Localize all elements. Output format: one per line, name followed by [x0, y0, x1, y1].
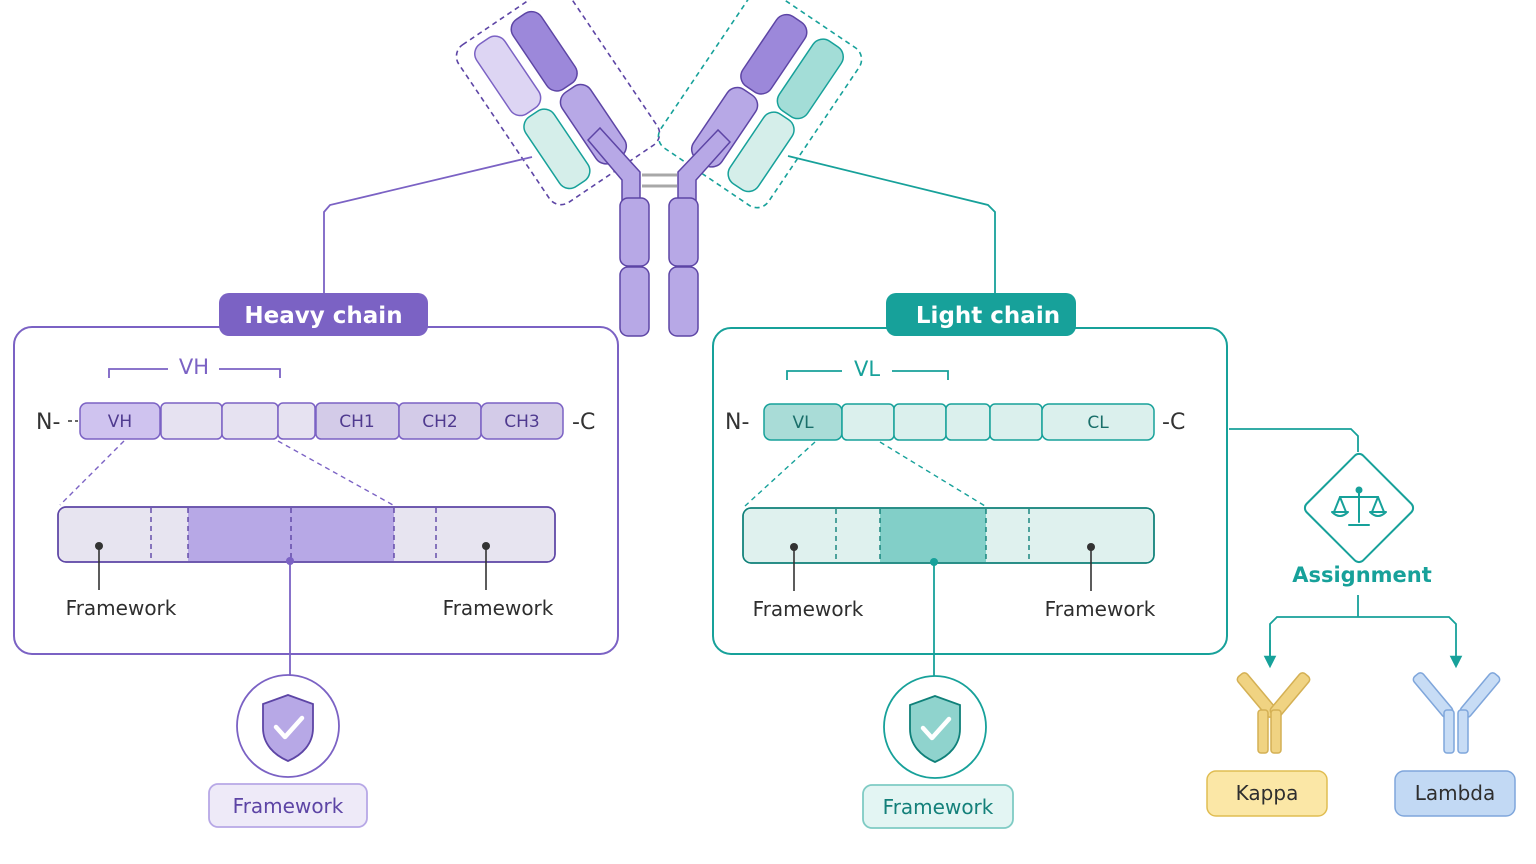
light-segment-3: [893, 403, 947, 441]
lambda-label: Lambda: [1415, 781, 1496, 805]
heavy-segment-vh-label: VH: [108, 412, 132, 432]
light-n-terminus: N-: [725, 410, 749, 435]
heavy-segment-ch2-label: CH2: [422, 412, 457, 432]
lambda-box: [1394, 770, 1516, 817]
heavy-segment-2: [160, 402, 223, 440]
light-segment-cl-label: CL: [1087, 413, 1109, 433]
kappa-box: [1206, 770, 1328, 817]
light-segment-5: [989, 403, 1043, 441]
heavy-segment-vh: [79, 402, 161, 440]
heavy-framework-right-label: Framework: [443, 596, 554, 620]
heavy-chain-panel: Heavy chain VH N- -C VH CH1 CH2 CH3: [13, 293, 619, 655]
assignment-label: Assignment: [1292, 563, 1432, 587]
heavy-n-terminus: N-: [36, 410, 60, 435]
light-chain-title: Light chain: [916, 303, 1060, 329]
kappa-antibody-icon: [1236, 672, 1311, 754]
heavy-segment-ch3: [480, 402, 564, 440]
heavy-chain-title-pill: [219, 293, 428, 336]
light-framework-badge-label: Framework: [883, 795, 994, 819]
heavy-cdr-region: [188, 508, 394, 561]
light-segment-2: [841, 403, 895, 441]
light-segment-4: [945, 403, 991, 441]
heavy-framework-badge: Framework: [208, 674, 368, 828]
light-chain-title-pill: [886, 293, 1076, 336]
heavy-framework-left-label: Framework: [66, 596, 177, 620]
heavy-segment-3: [221, 402, 279, 440]
assignment-section: Assignment Kappa Lambda: [1206, 428, 1516, 817]
light-chain-bar: VL CL: [763, 403, 1155, 441]
kappa-label: Kappa: [1236, 781, 1299, 805]
heavy-framework-badge-label: Framework: [233, 794, 344, 818]
light-framework-badge: Framework: [862, 675, 1014, 829]
heavy-segment-ch1-label: CH1: [339, 412, 374, 432]
shield-check-icon: [909, 695, 961, 763]
heavy-vh-bracket-label: VH: [179, 355, 209, 379]
light-framework-right-label: Framework: [1045, 597, 1156, 621]
light-chain-panel: Light chain VL N- -C VL CL: [712, 293, 1228, 655]
shield-check-icon: [262, 694, 314, 762]
lambda-antibody-icon: [1412, 672, 1501, 754]
balance-scale-icon: [1331, 486, 1387, 526]
light-variable-domain-expanded: [742, 507, 1155, 564]
light-vl-bracket-label: VL: [854, 357, 880, 381]
antibody-structure: [455, 0, 863, 337]
heavy-chain-bar: VH CH1 CH2 CH3: [79, 402, 564, 440]
light-segment-vl-label: VL: [792, 413, 814, 433]
light-c-terminus: -C: [1162, 410, 1185, 435]
heavy-variable-domain-expanded: [57, 506, 556, 563]
light-segment-cl: [1041, 403, 1155, 441]
heavy-segment-4: [277, 402, 316, 440]
heavy-segment-ch3-label: CH3: [504, 412, 539, 432]
heavy-chain-title: Heavy chain: [244, 303, 402, 329]
light-framework-left-label: Framework: [753, 597, 864, 621]
heavy-c-terminus: -C: [572, 410, 595, 435]
light-cdr-region: [880, 509, 986, 562]
fab-arm-right: [657, 0, 863, 209]
